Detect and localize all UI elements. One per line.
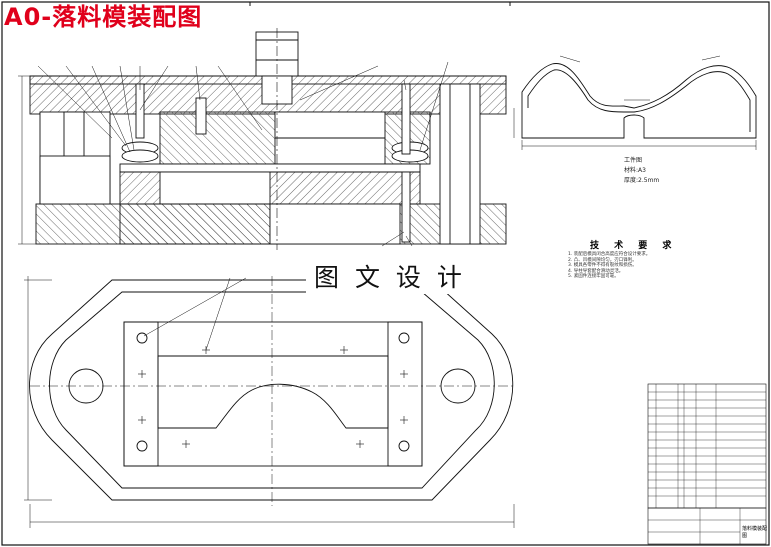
front-height-dimension xyxy=(18,75,36,245)
workpiece-caption-line: 工件图 xyxy=(624,157,643,164)
workpiece-caption: 工件图 材料:A3 厚度:2.5mm xyxy=(624,156,659,186)
drawing-title: A0-落料模装配图 xyxy=(4,3,203,31)
tech-requirements-notes: 1. 装配后模具闭合高度应符合设计要求。 2. 凸、凹模间隙均匀，刃口锋利。 3… xyxy=(568,252,718,280)
title-block-drawing-name: 落料模装配图 xyxy=(742,526,768,539)
tech-note: 3. 模具各零件不得有裂纹和损伤。 xyxy=(568,263,637,268)
workpiece-caption-line: 材料:A3 xyxy=(624,167,646,174)
workpiece-drawing xyxy=(513,55,757,150)
workpiece-caption-line: 厚度:2.5mm xyxy=(624,177,660,184)
plan-view xyxy=(24,276,515,528)
title-block xyxy=(647,507,767,545)
tech-note: 1. 装配后模具闭合高度应符合设计要求。 xyxy=(568,252,651,257)
tech-requirements-title: 技 术 要 求 xyxy=(590,241,678,251)
parts-list xyxy=(647,383,767,509)
tech-note: 5. 紧固件连接牢固可靠。 xyxy=(568,274,619,279)
front-section-view xyxy=(29,28,507,250)
tech-note: 4. 导柱导套配合滑动灵活。 xyxy=(568,268,624,274)
watermark-text: 图 文 设 计 xyxy=(306,258,474,294)
tech-note: 2. 凸、凹模间隙均匀，刃口锋利。 xyxy=(568,257,637,263)
